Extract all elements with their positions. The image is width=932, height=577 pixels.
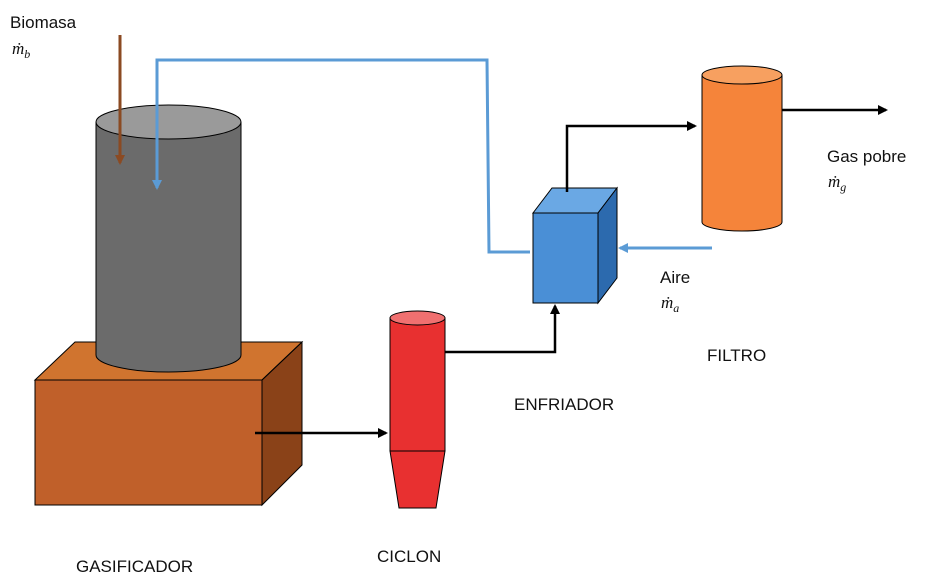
- mb-label: ṁb: [12, 39, 30, 61]
- cooler-front: [532, 212, 599, 304]
- cooler-to-filter-arrow: [565, 121, 697, 192]
- biomasa-label: Biomasa: [10, 13, 77, 32]
- gas-pobre-label: Gas pobre: [827, 147, 906, 166]
- ma-label: ṁa: [661, 293, 679, 315]
- filtro-label: FILTRO: [707, 346, 766, 365]
- cyclone-cone: [389, 450, 446, 509]
- enfriador-label: ENFRIADOR: [514, 395, 614, 414]
- cyclone-top: [389, 310, 446, 326]
- gasifier-box-front: [34, 379, 263, 506]
- cooler-cube: [531, 186, 619, 305]
- cylinder-top: [95, 104, 242, 140]
- mg-label: ṁg: [828, 172, 846, 194]
- cyclone-body: [389, 317, 446, 452]
- ciclon-label: CICLON: [377, 547, 441, 566]
- gasificador-label: GASIFICADOR: [76, 557, 193, 576]
- filter-top: [701, 65, 783, 85]
- cyclone-to-cooler-arrow: [445, 304, 560, 354]
- gasifier-box-side: [262, 342, 302, 505]
- gasifier-cylinder: [95, 104, 242, 373]
- aire-label: Aire: [660, 268, 690, 287]
- cyclone: [389, 310, 446, 509]
- recycle-line-to-gasifier: [152, 58, 530, 254]
- filter-cylinder: [701, 65, 783, 232]
